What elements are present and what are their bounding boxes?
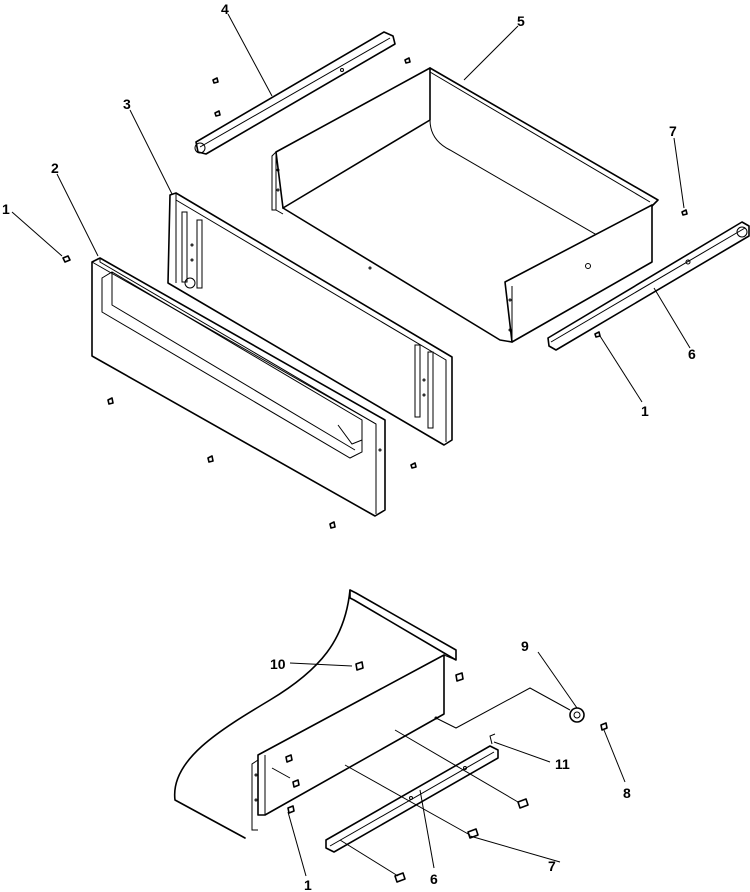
inner-front-panel <box>167 192 453 446</box>
callout-2: 2 <box>51 160 59 176</box>
outer-drawer-front <box>91 257 386 517</box>
callout-5: 5 <box>517 13 525 29</box>
front-screws <box>62 255 417 529</box>
callout-7-bottom: 7 <box>548 858 556 874</box>
callout-3: 3 <box>123 96 131 112</box>
callout-11: 11 <box>555 756 570 772</box>
callout-1-right: 1 <box>641 403 649 419</box>
callout-10: 10 <box>270 656 286 672</box>
callout-6-bottom: 6 <box>430 871 438 887</box>
callout-8: 8 <box>623 785 631 801</box>
bottom-leaders <box>271 651 626 877</box>
callout-9: 9 <box>521 638 529 654</box>
callout-7-top: 7 <box>669 123 677 139</box>
bottom-fasteners <box>285 661 608 883</box>
drawer-box <box>271 67 659 343</box>
callout-1-bottom: 1 <box>304 877 312 892</box>
callout-4: 4 <box>221 1 229 17</box>
bottom-slide <box>325 733 499 853</box>
roller <box>569 707 585 723</box>
right-slide-rail <box>547 221 750 351</box>
cutaway-drawer-section <box>173 589 457 839</box>
top-leaders <box>11 13 691 403</box>
callout-labels: 1 2 3 4 5 7 6 1 10 9 11 8 7 6 1 <box>2 1 696 892</box>
left-slide-rail <box>194 31 396 155</box>
callout-1-left: 1 <box>2 201 10 217</box>
callout-6-top: 6 <box>688 346 696 362</box>
